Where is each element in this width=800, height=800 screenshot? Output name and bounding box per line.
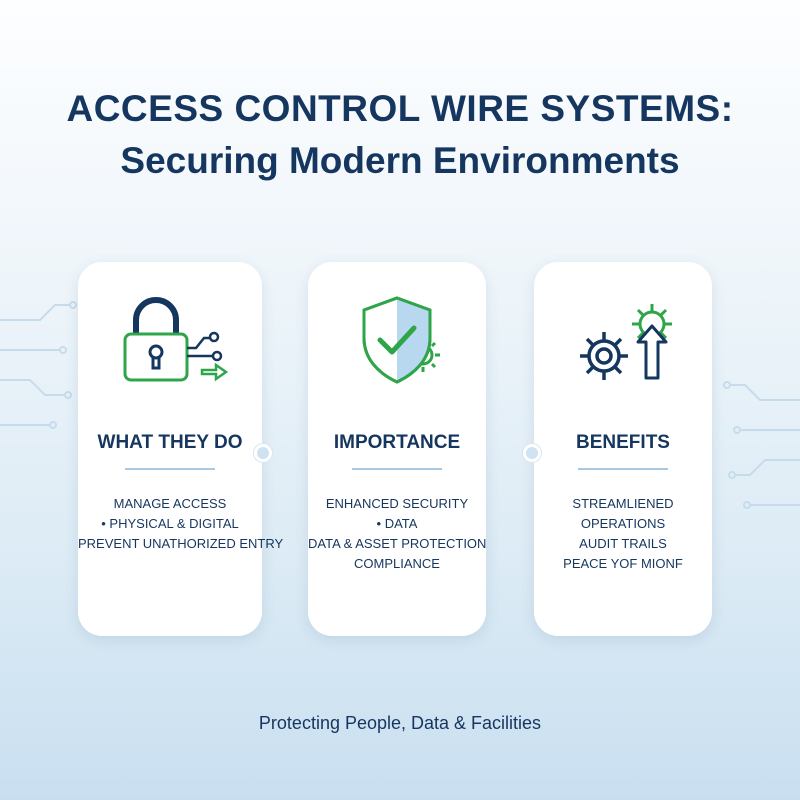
shield-check-icon bbox=[362, 296, 440, 384]
padlock-network-icon bbox=[123, 297, 229, 382]
card-line: • PHYSICAL & DIGITAL bbox=[101, 516, 239, 531]
card-line: DATA & ASSET PROTECTION bbox=[308, 536, 487, 551]
connector-dot bbox=[254, 444, 272, 462]
card-what-they-do: WHAT THEY DO MANAGE ACCESS • PHYSICAL & … bbox=[78, 262, 284, 636]
gears-arrow-icon bbox=[580, 304, 672, 380]
divider bbox=[352, 468, 442, 470]
page-subtitle: Securing Modern Environments bbox=[120, 140, 680, 181]
circuit-traces-left bbox=[0, 301, 77, 429]
page-title: ACCESS CONTROL WIRE SYSTEMS: bbox=[66, 88, 734, 129]
card-line: • DATA bbox=[376, 516, 418, 531]
card-lines: MANAGE ACCESS • PHYSICAL & DIGITAL PREVE… bbox=[78, 494, 284, 554]
card-line: ENHANCED SECURITY bbox=[325, 496, 469, 511]
card-line: OPERATIONS bbox=[580, 516, 666, 531]
card-lines: ENHANCED SECURITY • DATA DATA & ASSET PR… bbox=[308, 494, 486, 574]
card-importance: IMPORTANCE ENHANCED SECURITY • DATA DATA… bbox=[308, 262, 486, 636]
card-line: MANAGE ACCESS bbox=[113, 496, 227, 511]
divider bbox=[578, 468, 668, 470]
connector-dot bbox=[523, 444, 541, 462]
card-line: COMPLIANCE bbox=[354, 556, 440, 571]
tagline: Protecting People, Data & Facilities bbox=[258, 713, 542, 733]
card-lines: STREAMLIENED OPERATIONS AUDIT TRAILS PEA… bbox=[534, 494, 712, 574]
card-line: PREVENT UNATHORIZED ENTRY bbox=[78, 536, 284, 551]
card-heading: BENEFITS bbox=[576, 432, 670, 453]
card-heading: IMPORTANCE bbox=[333, 432, 461, 453]
circuit-traces-right bbox=[723, 381, 800, 509]
card-heading: WHAT THEY DO bbox=[97, 432, 243, 453]
card-line: PEACE YOF MIONF bbox=[563, 556, 683, 571]
card-benefits: BENEFITS STREAMLIENED OPERATIONS AUDIT T… bbox=[534, 262, 712, 636]
card-line: STREAMLIENED bbox=[572, 496, 674, 511]
card-line: AUDIT TRAILS bbox=[579, 536, 667, 551]
divider bbox=[125, 468, 215, 470]
